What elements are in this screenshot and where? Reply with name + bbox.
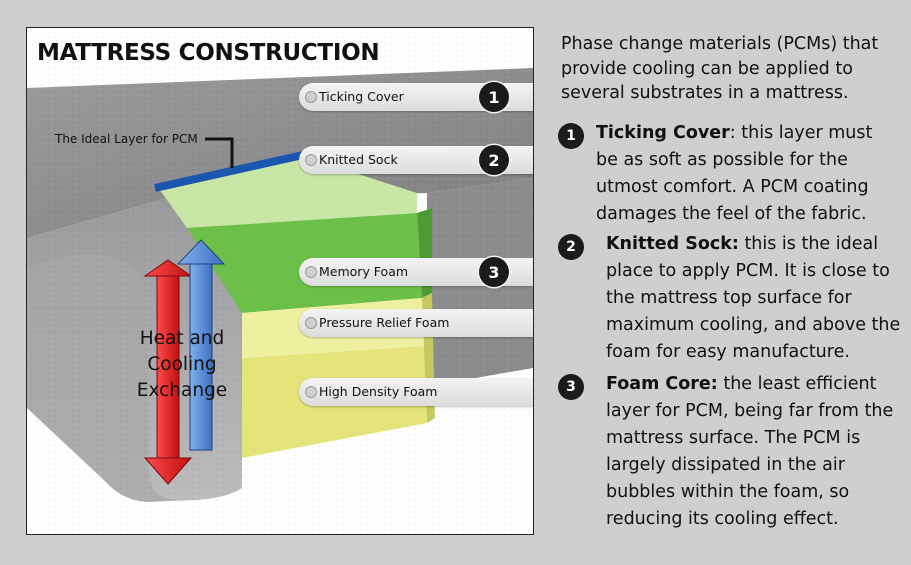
callout-pressure-relief-foam: Pressure Relief Foam [299,309,533,337]
heading-separator: : [729,123,736,143]
number-badge: 2 [558,234,584,260]
mattress-diagram-panel: MATTRESS CONSTRUCTION The Ideal Layer fo… [26,27,534,535]
pcm-layer-line [154,149,313,192]
callout-dot [305,266,317,278]
heat-arrow [143,259,193,485]
ideal-layer-label: The Ideal Layer for PCM [55,132,198,146]
explanation-body: this is the ideal place to apply PCM. It… [606,234,901,362]
number-badge: 1 [558,123,584,149]
callout-label: Ticking Cover [319,89,404,104]
number-badge: 2 [479,145,509,175]
intro-paragraph: Phase change materials (PCMs) that provi… [561,34,879,103]
callout-ticking-cover: Ticking Cover 1 [299,82,533,112]
exchange-line: Exchange [136,380,228,401]
explanation-body: the least efficient layer for PCM, being… [606,374,894,529]
cooling-arrow [176,239,226,451]
callout-dot [305,91,317,103]
explanation-text: Ticking Cover: this layer must be as sof… [596,120,896,228]
explanation-text: Knitted Sock: this is the ideal place to… [606,231,906,366]
diagram-title: MATTRESS CONSTRUCTION [37,40,380,66]
callout-knitted-sock: Knitted Sock 2 [299,145,533,175]
explanation-heading: Ticking Cover [596,123,730,143]
explanation-text: Foam Core: the least efficient layer for… [606,371,906,533]
callout-label: Knitted Sock [319,152,398,167]
callout-label: High Density Foam [319,384,438,399]
callout-memory-foam: Memory Foam 3 [299,257,533,287]
number-badge: 1 [479,82,509,112]
exchange-line: Heat and [139,328,225,349]
explanation-body: this layer must be as soft as possible f… [596,123,873,224]
number-badge: 3 [558,374,584,400]
callout-dot [305,386,317,398]
exchange-label: Heat and Cooling Exchange [127,326,237,404]
callout-dot [305,154,317,166]
callout-dot [305,317,317,329]
callout-label: Memory Foam [319,264,409,279]
callout-high-density-foam: High Density Foam [299,378,533,406]
explanation-heading: Foam Core: [606,374,718,394]
ideal-layer-leader [205,137,234,168]
explanation-heading: Knitted Sock: [606,234,739,254]
number-badge: 3 [479,257,509,287]
exchange-line: Cooling [147,354,217,375]
callout-label: Pressure Relief Foam [319,315,450,330]
